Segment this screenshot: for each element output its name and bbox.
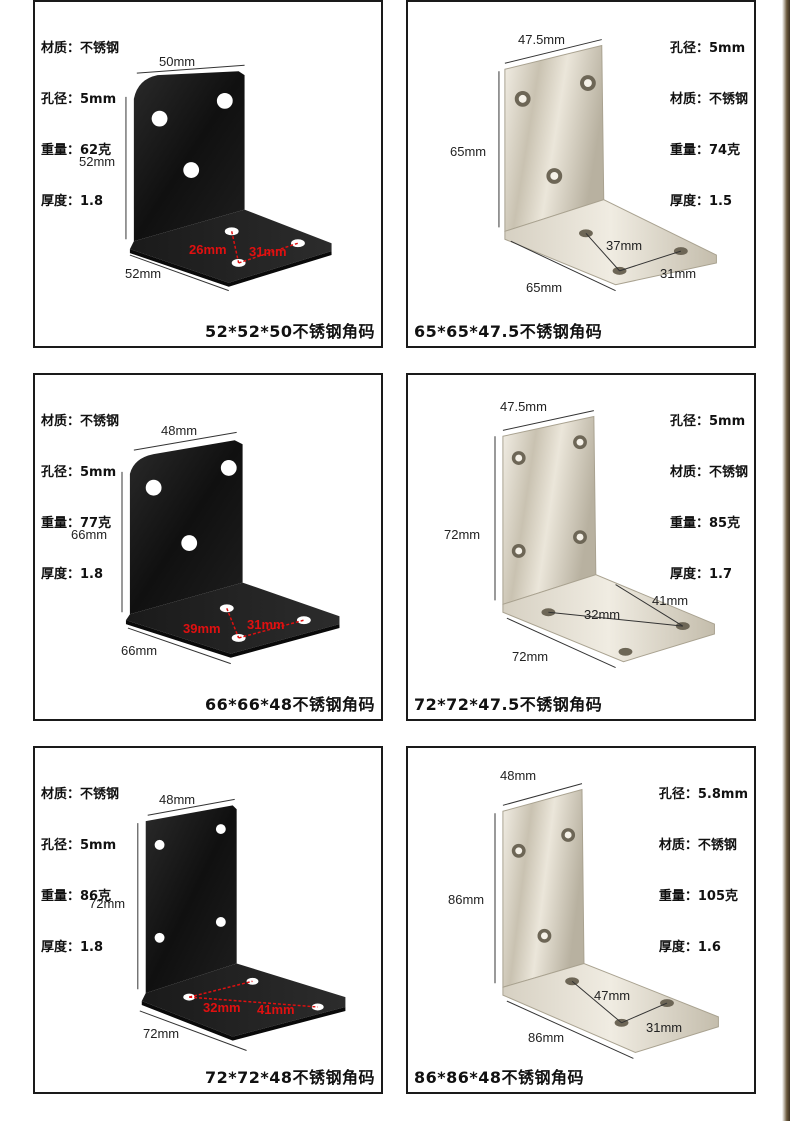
spec-thickness: 厚度：1.6 — [658, 940, 721, 955]
spec-weight: 重量：85克 — [669, 516, 741, 531]
dim-height: 86mm — [448, 892, 485, 907]
bracket-image — [137, 798, 346, 1051]
product-caption: 66*66*48不锈钢角码 — [204, 695, 375, 714]
spec-weight: 重量：74克 — [669, 143, 741, 158]
product-caption: 72*72*48不锈钢角码 — [204, 1068, 375, 1087]
dim-hole-spacing-1: 47mm — [594, 988, 631, 1003]
product-panel-1: 材质：不锈钢 孔径：5mm 重量：62克 厚度：1.8 50mm 52mm 52… — [33, 0, 383, 348]
dim-depth: 52mm — [125, 266, 162, 281]
product-caption: 65*65*47.5不锈钢角码 — [414, 322, 603, 341]
dim-width: 50mm — [159, 54, 196, 69]
spec-hole: 孔径：5mm — [669, 41, 746, 56]
product-panel-2: 孔径：5mm 材质：不锈钢 重量：74克 厚度：1.5 47.5mm 65mm … — [406, 0, 756, 348]
dim-height: 72mm — [89, 896, 126, 911]
spec-thickness: 厚度：1.5 — [669, 194, 733, 209]
spec-list: 孔径：5mm 材质：不锈钢 重量：74克 厚度：1.5 — [670, 6, 748, 244]
dim-hole-spacing-2: 31mm — [660, 266, 697, 281]
dim-hole-spacing-1: 32mm — [584, 607, 621, 622]
spec-list: 材质：不锈钢 孔径：5mm 重量：62克 厚度：1.8 — [41, 6, 119, 244]
dim-hole-spacing-1: 26mm — [189, 242, 227, 257]
dim-height: 65mm — [450, 144, 487, 159]
spec-hole: 孔径：5mm — [41, 92, 117, 107]
bracket-image — [494, 783, 719, 1059]
dim-hole-spacing-1: 39mm — [183, 621, 221, 636]
dim-width: 48mm — [159, 792, 196, 807]
spec-weight: 重量：62克 — [41, 143, 112, 158]
dim-width: 47.5mm — [518, 32, 565, 47]
spec-material: 材质：不锈钢 — [658, 838, 737, 853]
product-panel-3: 材质：不锈钢 孔径：5mm 重量：77克 厚度：1.8 48mm 66mm 66… — [33, 373, 383, 721]
bracket-image — [494, 410, 715, 669]
right-edge-strip — [782, 0, 790, 1121]
dim-hole-spacing-2: 41mm — [652, 593, 689, 608]
spec-hole: 孔径：5mm — [41, 838, 117, 853]
spec-weight: 重量：77克 — [41, 516, 112, 531]
product-caption: 72*72*47.5不锈钢角码 — [414, 695, 603, 714]
product-caption: 86*86*48不锈钢角码 — [414, 1068, 585, 1087]
dim-hole-spacing-1: 37mm — [606, 238, 643, 253]
spec-list: 材质：不锈钢 孔径：5mm 重量：86克 厚度：1.8 — [41, 752, 119, 990]
dim-height: 52mm — [79, 154, 116, 169]
spec-list: 孔径：5mm 材质：不锈钢 重量：85克 厚度：1.7 — [670, 379, 748, 617]
spec-material: 材质：不锈钢 — [41, 414, 120, 429]
spec-material: 材质：不锈钢 — [669, 92, 748, 107]
spec-hole: 孔径：5.8mm — [658, 787, 748, 802]
spec-list: 材质：不锈钢 孔径：5mm 重量：77克 厚度：1.8 — [41, 379, 119, 617]
dim-hole-spacing-2: 31mm — [247, 617, 285, 632]
product-panel-6: 孔径：5.8mm 材质：不锈钢 重量：105克 厚度：1.6 48mm 86mm… — [406, 746, 756, 1094]
dim-height: 66mm — [71, 527, 108, 542]
spec-thickness: 厚度：1.8 — [41, 567, 104, 582]
spec-hole: 孔径：5mm — [669, 414, 746, 429]
bracket-image — [498, 39, 717, 292]
dim-height: 72mm — [444, 527, 481, 542]
dim-hole-spacing-1: 32mm — [203, 1000, 241, 1015]
dim-hole-spacing-2: 41mm — [257, 1002, 295, 1017]
dim-width: 48mm — [161, 423, 198, 438]
dim-width: 47.5mm — [500, 399, 547, 414]
spec-material: 材质：不锈钢 — [41, 787, 120, 802]
dim-depth: 72mm — [512, 649, 549, 664]
spec-thickness: 厚度：1.8 — [41, 194, 104, 209]
spec-weight: 重量：105克 — [658, 889, 739, 904]
product-caption: 52*52*50不锈钢角码 — [204, 322, 375, 341]
spec-list: 孔径：5.8mm 材质：不锈钢 重量：105克 厚度：1.6 — [659, 752, 748, 990]
bracket-image — [121, 431, 340, 665]
spec-thickness: 厚度：1.8 — [41, 940, 104, 955]
dim-width: 48mm — [500, 768, 537, 783]
dim-depth: 86mm — [528, 1030, 565, 1045]
spec-material: 材质：不锈钢 — [41, 41, 120, 56]
dim-depth: 66mm — [121, 643, 158, 658]
product-panel-4: 孔径：5mm 材质：不锈钢 重量：85克 厚度：1.7 47.5mm 72mm … — [406, 373, 756, 721]
bracket-image — [125, 64, 332, 292]
product-panel-5: 材质：不锈钢 孔径：5mm 重量：86克 厚度：1.8 48mm 72mm 72… — [33, 746, 383, 1094]
dim-hole-spacing-2: 31mm — [249, 244, 287, 259]
spec-thickness: 厚度：1.7 — [669, 567, 733, 582]
dim-depth: 72mm — [143, 1026, 180, 1041]
spec-material: 材质：不锈钢 — [669, 465, 748, 480]
spec-hole: 孔径：5mm — [41, 465, 117, 480]
dim-hole-spacing-2: 31mm — [646, 1020, 683, 1035]
spec-weight: 重量：86克 — [41, 889, 112, 904]
dim-depth: 65mm — [526, 280, 563, 295]
